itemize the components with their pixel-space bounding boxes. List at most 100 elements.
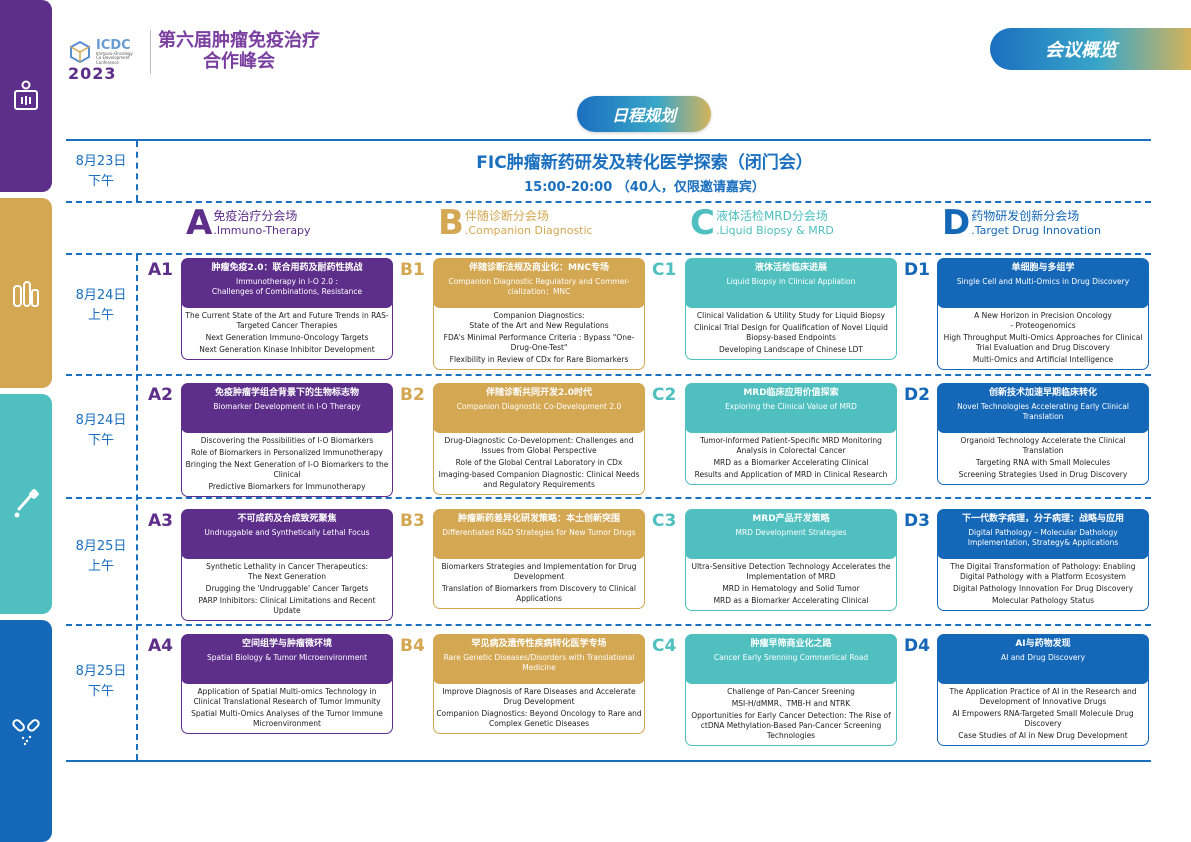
bottom-rule <box>66 760 1151 762</box>
track-title-cn: 液体活检MRD分会场 <box>715 209 828 223</box>
topic-item: MSI-H/dMMR、TMB-H and NTRK <box>731 699 851 708</box>
row-divider <box>66 253 1151 255</box>
session-card: 伴随诊断共同开发2.0时代 Companion Diagnostic Co-Dev… <box>433 383 645 495</box>
track-letter: C <box>690 203 715 243</box>
sidebar-block-blue <box>0 620 52 842</box>
track-title: 伴随诊断分会场.Companion Diagnostic <box>465 209 593 238</box>
session-card: 下一代数字病理，分子病理：战略与应用 Digital Pathology – Mo… <box>937 509 1149 611</box>
session-date-period: 上午 <box>87 559 114 574</box>
session-code: C1 <box>652 260 677 280</box>
logo-subtitle: Immuno-Oncology Co-Development Conferenc… <box>96 50 133 65</box>
session-header: 下一代数字病理，分子病理：战略与应用 Digital Pathology – Mo… <box>937 509 1149 559</box>
session-date-day: 8月24日 <box>75 288 127 303</box>
topic-item: Targeting RNA with Small Molecules <box>975 458 1111 467</box>
date-column-divider <box>136 141 138 201</box>
session-title-cn: MRD临床应用价值探索 <box>743 388 839 398</box>
topic-item: Case Studies of AI in New Drug Developme… <box>958 731 1128 740</box>
topic-item: Developing Landscape of Chinese LDT <box>718 345 864 354</box>
session-topics: Biomarkers Strategies and Implementation… <box>433 554 645 609</box>
session-title-en: Companion Diagnostic Co-Development 2.0 <box>456 402 622 411</box>
topic-item: Predictive Biomarkers for Immunotherapy <box>208 482 366 491</box>
session-code: B3 <box>400 511 425 531</box>
track-title-en: .Liquid Biopsy & MRD <box>715 224 834 237</box>
session-date-period: 上午 <box>87 308 114 323</box>
session-topics: Clinical Validation & Utility Study for … <box>685 303 897 360</box>
topic-item: PARP Inhibitors: Clinical Limitations an… <box>198 596 376 615</box>
session-date-period: 下午 <box>87 684 114 699</box>
row-divider <box>66 201 1151 203</box>
fic-subtitle: 15:00-20:00 （40人，仅限邀请嘉宾） <box>524 180 765 195</box>
overview-banner: 会议概览 <box>990 28 1191 70</box>
session-date-period: 下午 <box>87 433 114 448</box>
session-topics: The Current State of the Art and Future … <box>181 303 393 360</box>
session-code: C4 <box>652 636 677 656</box>
topic-item: Bringing the Next Generation of I-O Biom… <box>185 460 389 479</box>
session-code: A3 <box>148 511 173 531</box>
session-title-en: Digital Pathology – Molecular Dathology … <box>967 528 1119 547</box>
cube-logo-icon <box>70 40 90 64</box>
conference-logo: ICDC Immuno-Oncology Co-Development Conf… <box>68 30 320 83</box>
session-code: B2 <box>400 385 425 405</box>
session-title-cn: 下一代数字病理，分子病理：战略与应用 <box>961 514 1124 524</box>
track-title-cn: 伴随诊断分会场 <box>464 209 549 223</box>
topic-item: Drugging the 'Undruggable' Cancer Target… <box>205 584 369 593</box>
session-code: D2 <box>904 385 930 405</box>
session-title-en: Liquid Biopsy in Clinical Appliation <box>726 277 856 286</box>
topic-item: The Current State of the Art and Future … <box>185 311 389 330</box>
session-topics: Improve Diagnosis of Rare Diseases and A… <box>433 679 645 734</box>
topic-item: Discovering the Possibilities of I-O Bio… <box>200 436 374 445</box>
track-title-en: .Companion Diagnostic <box>464 224 593 237</box>
session-code: D3 <box>904 511 930 531</box>
track-letter: B <box>438 203 464 243</box>
topic-item: Role of the Global Central Laboratory in… <box>455 458 623 467</box>
session-code: B1 <box>400 260 425 280</box>
session-title-en: Spatial Biology & Tumor Microenvironment <box>206 653 368 662</box>
topic-item: Flexibility in Review of CDx for Rare Bi… <box>449 355 629 364</box>
track-title: 液体活检MRD分会场.Liquid Biopsy & MRD <box>716 209 834 238</box>
topic-item: Clinical Trial Design for Qualification … <box>694 323 888 342</box>
topic-item: A New Horizon in Precision Oncology - Pr… <box>974 311 1112 330</box>
topic-item: Organoid Technology Accelerate the Clini… <box>960 436 1126 455</box>
session-title-en: Differentiated R&D Strategies for New Tu… <box>442 528 636 537</box>
session-header: 伴随诊断共同开发2.0时代 Companion Diagnostic Co-Dev… <box>433 383 645 433</box>
session-date-day: 8月25日 <box>75 539 127 554</box>
session-title-en: Biomarker Development in I-O Therapy <box>213 402 361 411</box>
session-date-day: 8月25日 <box>75 664 127 679</box>
row-divider <box>66 497 1151 499</box>
topic-item: Next Generation Immuno-Oncology Targets <box>205 333 369 342</box>
track-title-en: .Immuno-Therapy <box>213 224 311 237</box>
topic-item: MRD in Hematology and Solid Tumor <box>722 584 860 593</box>
clipboard-icon <box>14 80 38 110</box>
session-topics: Companion Diagnostics: State of the Art … <box>433 303 645 370</box>
topic-item: Companion Diagnostics: Beyond Oncology t… <box>436 709 642 728</box>
topic-item: Tumor-informed Patient-Specific MRD Moni… <box>700 436 882 455</box>
session-title-cn: AI与药物发现 <box>1015 639 1071 649</box>
topic-item: Application of Spatial Multi-omics Techn… <box>193 687 381 706</box>
pipette-icon <box>14 489 39 518</box>
topic-item: Digital Pathology Innovation For Drug Di… <box>952 584 1134 593</box>
session-title-en: Single Cell and Multi-Omics in Drug Disc… <box>956 277 1130 286</box>
topic-item: Translation of Biomarkers from Discovery… <box>442 584 636 603</box>
session-title-cn: 单细胞与多组学 <box>1011 263 1075 273</box>
topic-item: Screening Strategies Used in Drug Discov… <box>958 470 1128 479</box>
track-title: 免疫治疗分会场.Immuno-Therapy <box>213 209 310 238</box>
sidebar-block-teal <box>0 394 52 614</box>
session-code: B4 <box>400 636 425 656</box>
session-title-cn: 不可成药及合成致死聚焦 <box>237 514 337 524</box>
session-title-cn: 伴随诊断共同开发2.0时代 <box>486 388 592 398</box>
